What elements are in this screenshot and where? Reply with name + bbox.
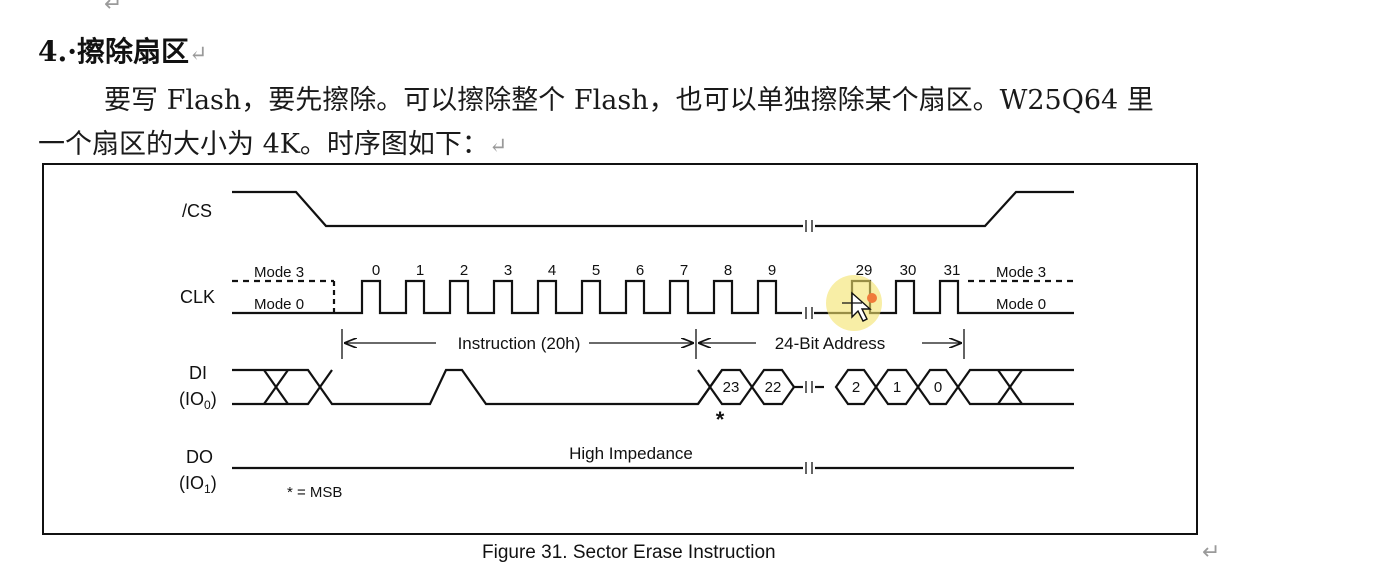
clock-number: 30 (900, 262, 917, 279)
clock-number: 2 (460, 262, 468, 279)
body-text-line-1: 要写 Flash，要先擦除。可以擦除整个 Flash，也可以单独擦除某个扇区。W… (104, 85, 1154, 116)
timing-diagram: /CS CLK DI (IO0) DO (IO1) Mode 3 Mode 0 … (42, 163, 1198, 535)
address-bit: 2 (852, 379, 860, 396)
di-io-label: (IO0) (179, 389, 217, 412)
body-text: 一个扇区的大小为 4K。时序图如下： (38, 129, 489, 160)
paragraph-mark: ↵ (104, 0, 123, 17)
clock-number: 5 (592, 262, 600, 279)
mode3-left-label: Mode 3 (254, 264, 304, 281)
mouse-pointer-icon (842, 291, 872, 322)
clock-number: 29 (856, 262, 873, 279)
section-heading: 4.·擦除扇区↵ (38, 30, 207, 70)
clock-number: 0 (372, 262, 380, 279)
clock-number: 3 (504, 262, 512, 279)
clock-number: 8 (724, 262, 732, 279)
address-span-arrow (698, 329, 965, 359)
do-waveform (232, 462, 1074, 474)
clock-number: 9 (768, 262, 776, 279)
figure-caption: Figure 31. Sector Erase Instruction (482, 542, 776, 563)
paragraph-mark: ↵ (488, 134, 508, 159)
high-impedance-label: High Impedance (569, 444, 693, 463)
clock-number: 1 (416, 262, 424, 279)
clock-number: 7 (680, 262, 688, 279)
timing-diagram-svg: /CS CLK DI (IO0) DO (IO1) Mode 3 Mode 0 … (179, 190, 1074, 501)
mode3-right-label: Mode 3 (996, 264, 1046, 281)
address-bit: 22 (765, 379, 782, 396)
di-label: DI (189, 363, 207, 383)
body-text-line-2: 一个扇区的大小为 4K。时序图如下：↵ (38, 122, 507, 161)
do-label: DO (186, 447, 213, 467)
cs-label: /CS (182, 201, 212, 221)
address-bit: 23 (723, 379, 740, 396)
di-waveform (232, 368, 1074, 406)
cs-waveform (232, 190, 1074, 232)
clk-label: CLK (180, 287, 215, 307)
mode0-right-label: Mode 0 (996, 296, 1046, 313)
instruction-label: Instruction (20h) (458, 334, 581, 353)
address-label: 24-Bit Address (775, 334, 886, 353)
clock-number: 31 (944, 262, 961, 279)
mode0-left-label: Mode 0 (254, 296, 304, 313)
clock-number: 4 (548, 262, 556, 279)
instruction-span-arrow (341, 329, 697, 359)
clk-waveform (232, 279, 1074, 319)
clock-number: 6 (636, 262, 644, 279)
paragraph-mark: ↵ (1202, 540, 1221, 565)
address-bit: 1 (893, 379, 901, 396)
do-io-label: (IO1) (179, 473, 217, 496)
msb-star: * (716, 407, 725, 432)
msb-note: * = MSB (287, 484, 342, 501)
heading-text: 4.·擦除扇区 (38, 35, 189, 68)
paragraph-mark: ↵ (188, 42, 208, 67)
address-bit: 0 (934, 379, 942, 396)
